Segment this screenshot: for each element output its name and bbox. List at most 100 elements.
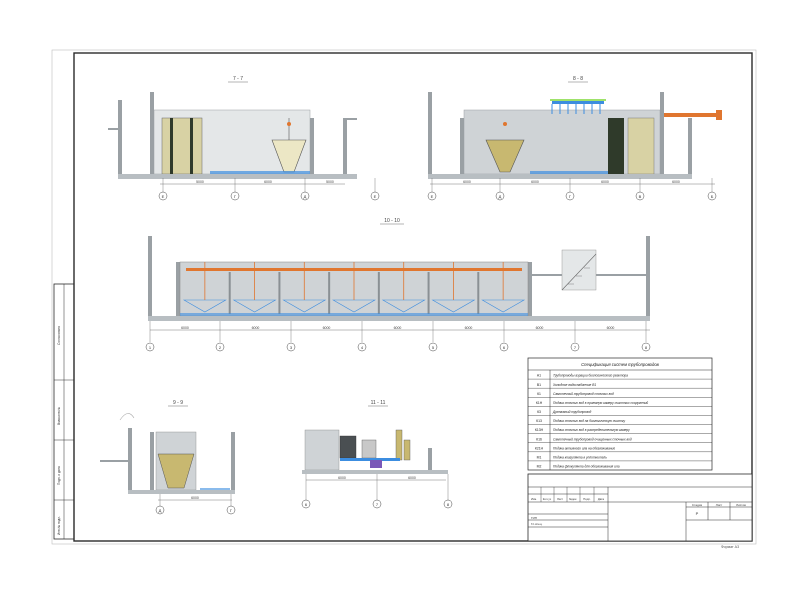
s77-axis-3: Д [304,194,307,199]
spec-row-text: Дренажный трубопровод [552,410,591,414]
s88-axis-4: В [639,194,642,199]
axis-bubble [357,342,367,352]
stamp-stage-header-1: Стадия [692,503,703,507]
axis-label: 5 [432,345,435,350]
section-7-7: 7 - 7 5000 6000 5000 Е Г [108,76,380,201]
s88-axis-3: Г [569,194,572,199]
spec-row-text: Подача сточных вод в приемную камеру очи… [553,401,648,405]
spec-row-code: К1Н [536,401,543,405]
s77-dim-3: 5000 [326,180,334,184]
spec-row-text: Подача активного ила на обезвоживание [553,446,615,450]
axis-bubble [286,342,296,352]
spec-row-text: Самотечный трубопровод сточных вод [553,392,614,396]
sheet-format-label: Формат А3 [721,545,739,549]
dimension-label: 6000 [465,326,473,330]
spec-row-code: М1 [537,456,542,460]
s99-dim-1: 6000 [191,496,199,500]
s1111-axis-3: 8 [447,502,450,507]
axis-bubble [428,342,438,352]
section-8-8-title: 8 - 8 [573,76,583,82]
axis-label: 8 [645,345,648,350]
spec-row-text: Подача сточных вод в распределительную к… [553,428,630,432]
compartment-wall [427,272,430,314]
section-9-9: 9 - 9 6000 Д Г [100,400,236,515]
compartment-wall [328,272,331,314]
spec-row-code: К13Н [535,428,544,432]
section-10-10-compartments [182,262,526,314]
compartment-wall [278,272,281,314]
spec-row-code: М2 [537,465,542,469]
s1111-axis-2: 7 [376,502,379,507]
stamp-stage-header-3: Листов [736,503,746,507]
axis-bubble [215,342,225,352]
section-11-11-title: 11 - 11 [371,400,386,406]
axis-label: 2 [219,345,222,350]
stamp-head-6: Дата [598,497,605,501]
stamp-head-4: №док. [569,497,577,501]
s1111-dim-1: 6000 [338,476,346,480]
spec-row-text: Самотечный трубопровод очищенных сточных… [553,437,632,441]
spec-row-code: В1 [537,383,541,387]
section-11-11: 11 - 11 6000 6000 6 7 8 [301,400,453,509]
side-stamp-label-4: Инв.№ подл. [57,516,61,535]
spec-row-text: Подача флокулянта для обезвоживания ила [553,465,620,469]
side-stamp: Согласовано Взам.инв.№ Подп. и дата Инв.… [53,283,75,540]
compartment-wall [477,272,480,314]
spec-title: Спецификация систем трубопроводов [581,362,659,367]
axis-bubble [499,342,509,352]
s77-dim-2: 6000 [264,180,272,184]
section-8-8: 8 - 8 6000 6000 6000 6000 [427,76,722,201]
spec-row-text: Холодное водоснабжение В1 [552,383,596,387]
s88-dim-4: 6000 [672,180,680,184]
spec-row-code: К13 [536,419,542,423]
dimension-label: 6000 [536,326,544,330]
s77-axis-2: Г [234,194,237,199]
stamp-role-1: ГИП [531,516,537,520]
axis-bubble [145,342,155,352]
compartment-wall [228,272,231,314]
stamp-head-2: Кол.уч [543,497,552,501]
axis-label: 7 [574,345,577,350]
axis-label: 6 [503,345,506,350]
spec-row-text: Трубопроводы аэрации биологического реак… [553,374,628,378]
spec-rows: А1 Трубопроводы аэрации биологического ре… [528,374,712,469]
side-stamp-label-3: Подп. и дата [57,466,61,485]
stamp-stage-value: Р [696,511,699,516]
axis-bubble [570,342,580,352]
stamp-head-3: Лист [557,497,564,501]
axis-label: 4 [361,345,364,350]
dimension-label: 6000 [607,326,615,330]
stamp-role-2: Гл.спец. [531,522,543,526]
s77-axis-1: Е [162,194,165,199]
s77-axis-4: Е [374,194,377,199]
axis-bubble [641,342,651,352]
s88-axis-2: Д [499,194,502,199]
s88-axis-5: Б [711,194,714,199]
dimension-label: 6000 [323,326,331,330]
s1111-dim-2: 6000 [408,476,416,480]
pipe-specification-table: Спецификация систем трубопроводов А1 Труб… [527,357,713,471]
stamp-head-1: Изм. [531,497,537,501]
compartment-wall [377,272,380,314]
spec-row-code: К1 [537,392,541,396]
s88-dim-1: 6000 [463,180,471,184]
spec-row-code: К16 [536,437,542,441]
s1111-axis-1: 6 [305,502,308,507]
section-7-7-title: 7 - 7 [233,76,243,82]
spec-row-code: А1 [537,374,541,378]
dimension-label: 6000 [394,326,402,330]
s77-dim-1: 5000 [196,180,204,184]
side-stamp-label-2: Взам.инв.№ [57,406,61,425]
stamp-head-5: Подп. [583,497,591,501]
axis-label: 1 [149,345,152,350]
section-10-10-title: 10 - 10 [384,218,400,224]
s99-axis-2: Г [230,508,233,513]
dimension-label: 6000 [252,326,260,330]
side-stamp-label-1: Согласовано [57,326,61,345]
axis-label: 3 [290,345,293,350]
spec-row-code: К3 [537,410,541,414]
spec-row-text: Подача сточных вод на биологическую очис… [553,419,626,423]
stamp-stage-header-2: Лист [716,503,723,507]
s88-dim-2: 6000 [531,180,539,184]
